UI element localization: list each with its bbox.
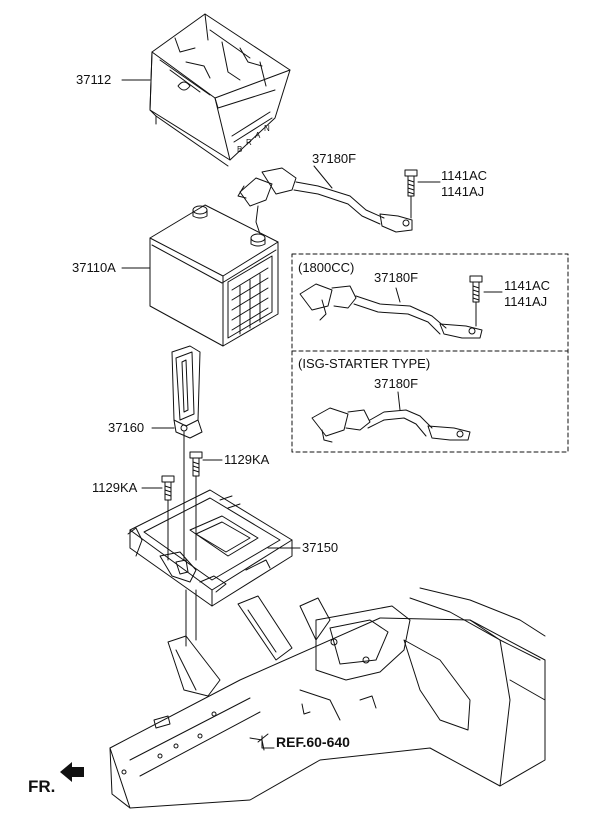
battery-tray-37150 <box>127 489 293 607</box>
variant-box <box>291 253 569 453</box>
ref-leader <box>257 733 275 749</box>
part-label-1129ka-left: 1129KA <box>92 480 138 495</box>
part-label-37180f-main: 37180F <box>312 151 357 166</box>
bracket-37160 <box>171 345 203 439</box>
battery-cable-37180f <box>237 167 413 235</box>
battery-37110a <box>149 204 279 347</box>
svg-text:R: R <box>246 138 252 147</box>
part-label-37112: 37112 <box>76 72 112 87</box>
front-label: FR. <box>28 777 56 796</box>
variant2-cable <box>311 407 471 443</box>
reference-label: REF.60-640 <box>276 734 350 750</box>
bolt-1141ac-main <box>404 169 418 219</box>
leader-37180f-v2 <box>397 391 401 411</box>
bolt-1129ka-left <box>161 475 175 501</box>
part-label-1129ka-right: 1129KA <box>224 452 270 467</box>
part-label-1141aj-main: 1141AJ <box>441 184 485 199</box>
part-label-37150: 37150 <box>302 540 339 555</box>
part-label-1141ac-main: 1141AC <box>441 168 488 183</box>
assembly-guides <box>167 431 197 647</box>
variant1-cable <box>299 283 483 339</box>
battery-insulation-pad-37112: B R A N <box>149 13 291 167</box>
svg-text:A: A <box>255 131 261 140</box>
part-label-37110a: 37110A <box>72 260 116 275</box>
leader-37180f-v1 <box>395 287 401 303</box>
variant2-title: (ISG-STARTER TYPE) <box>298 356 431 371</box>
variant1-title: (1800CC) <box>298 260 355 275</box>
bolt-1129ka-right <box>189 451 203 477</box>
leader-37180f-main <box>313 165 333 189</box>
svg-text:N: N <box>264 124 270 133</box>
svg-text:B: B <box>237 145 242 154</box>
part-label-37180f-v1: 37180F <box>374 270 419 285</box>
part-label-37160: 37160 <box>108 420 145 435</box>
bolt-1141ac-v1 <box>469 275 483 327</box>
part-label-1141aj-v1: 1141AJ <box>504 294 548 309</box>
body-frame <box>109 587 546 809</box>
part-label-37180f-v2: 37180F <box>374 376 419 391</box>
part-label-1141ac-v1: 1141AC <box>504 278 551 293</box>
front-direction-arrow <box>60 762 84 782</box>
